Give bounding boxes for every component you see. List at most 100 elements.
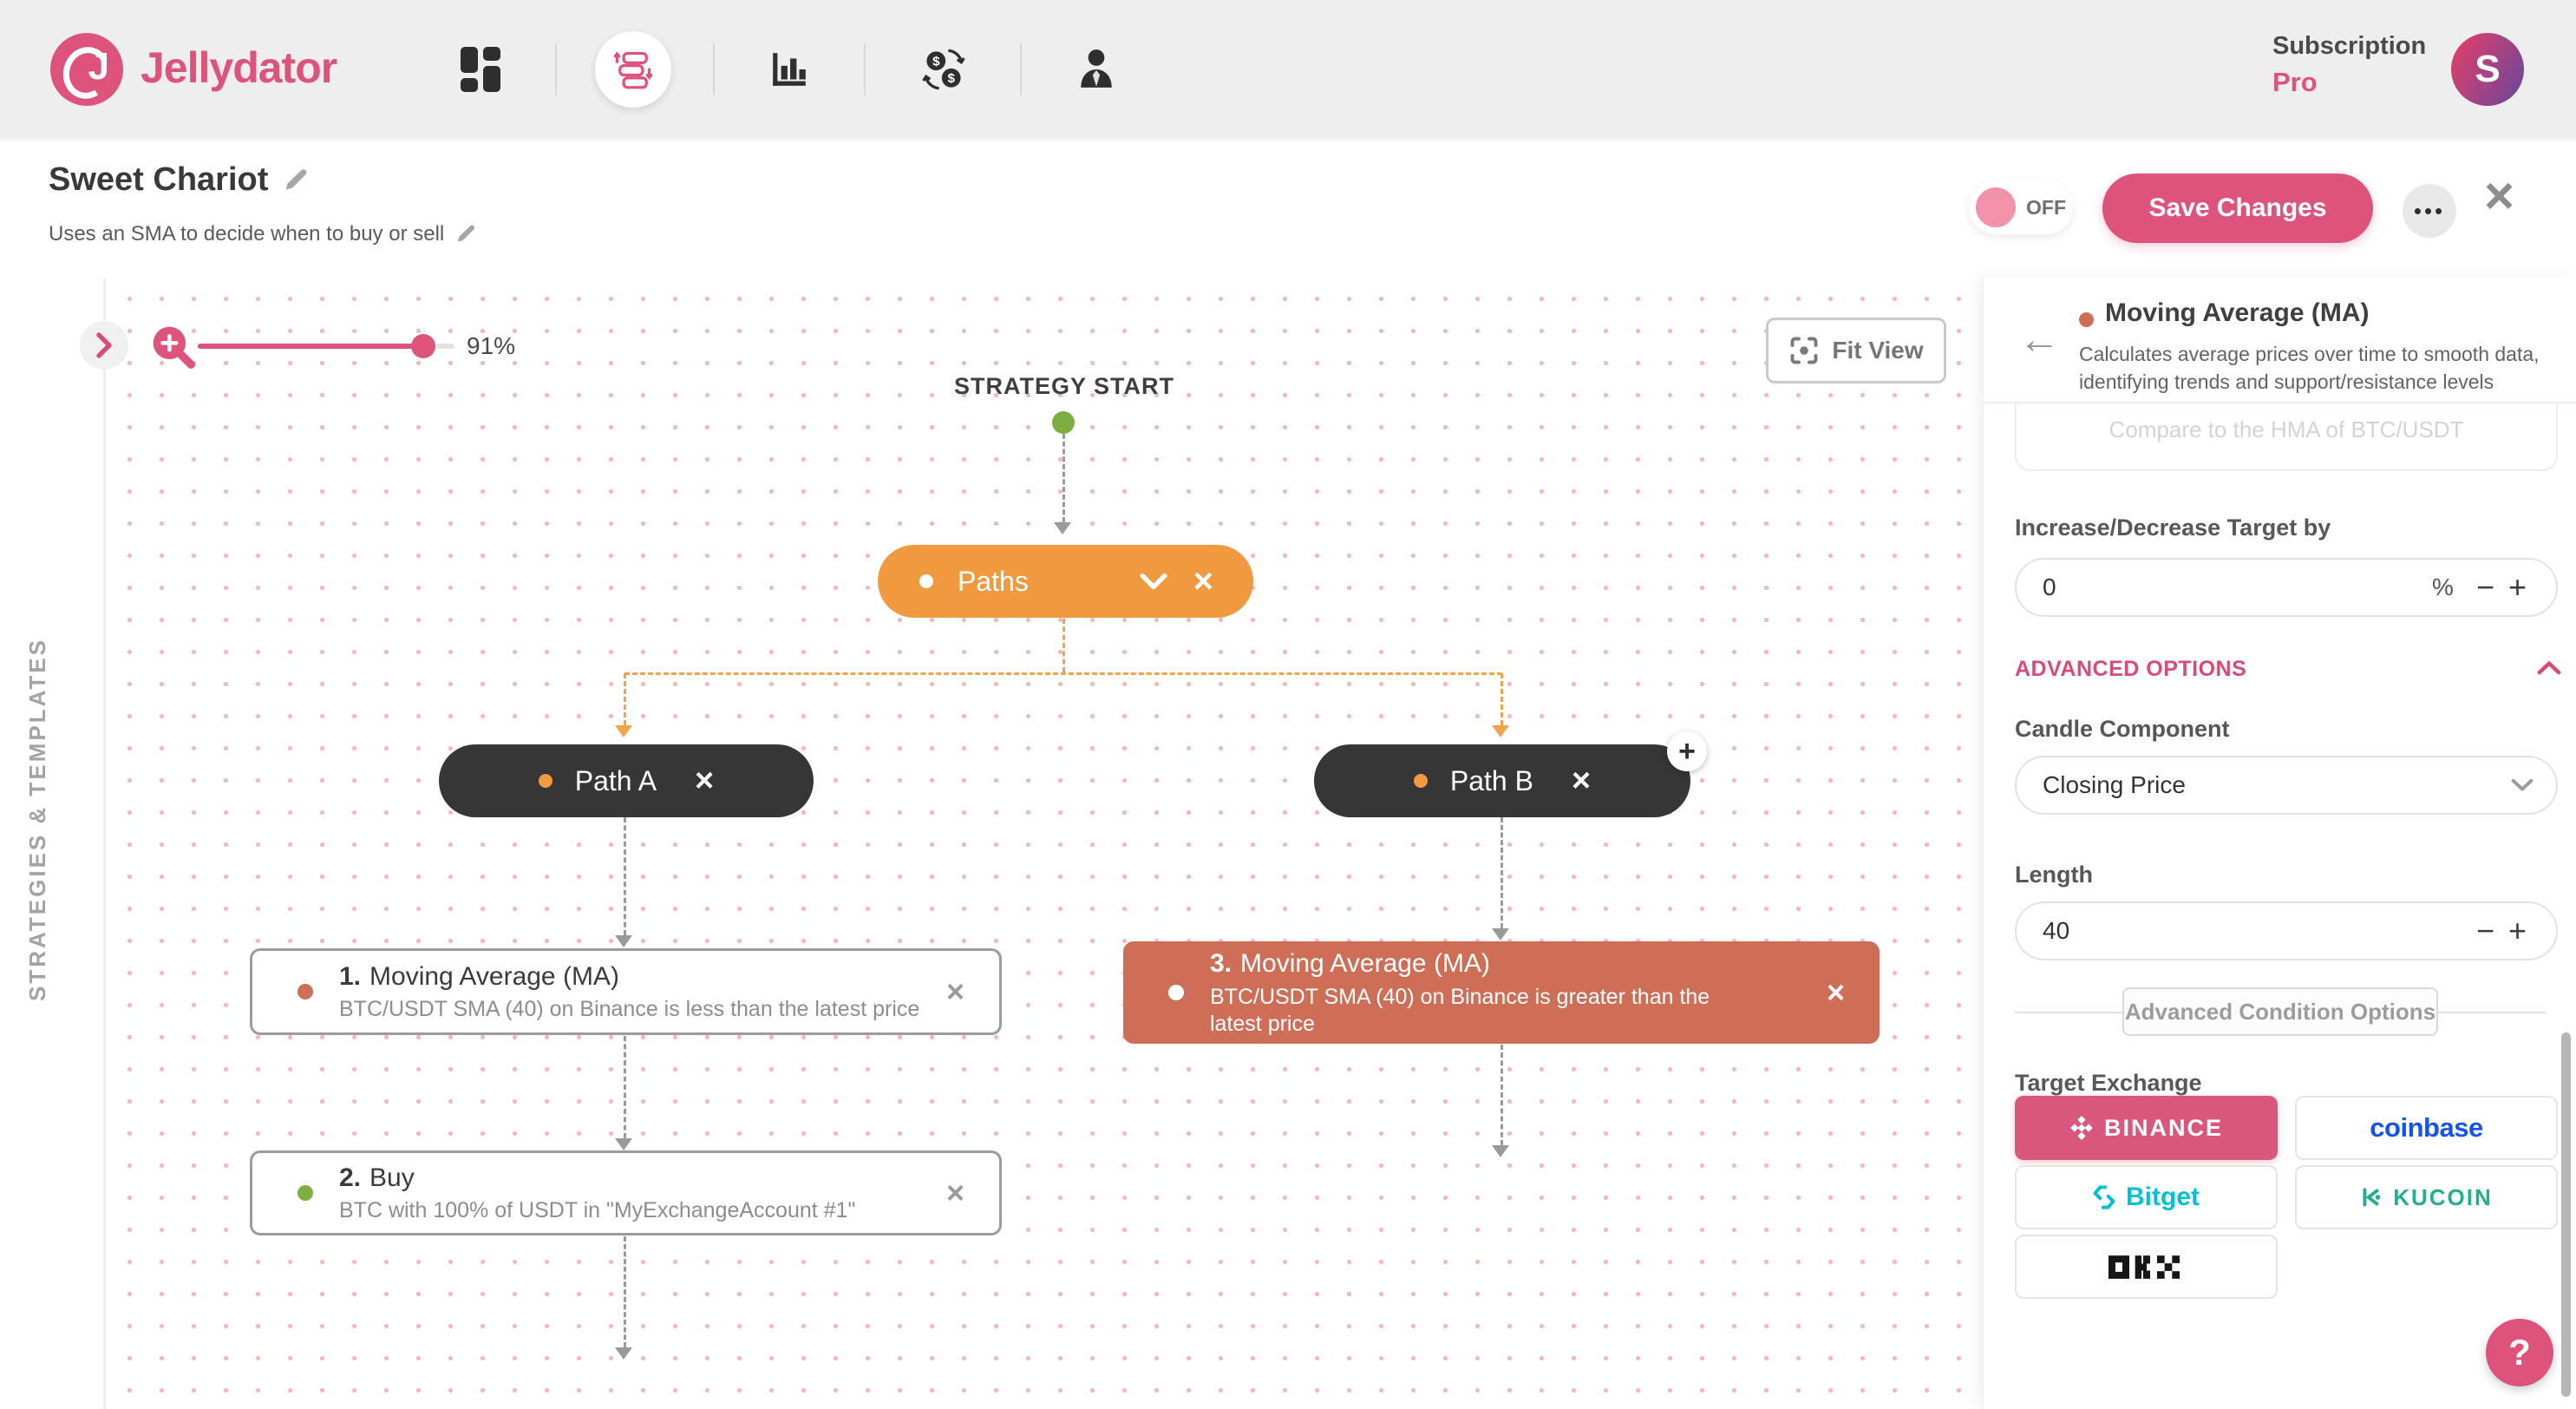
jellydator-logo-icon[interactable]: J	[50, 33, 123, 106]
avatar[interactable]: S	[2451, 33, 2524, 106]
delete-node-icon[interactable]: ×	[945, 1175, 964, 1210]
help-button[interactable]: ?	[2486, 1319, 2553, 1386]
increment-button[interactable]: +	[2507, 569, 2527, 605]
nav-divider	[864, 43, 866, 95]
delete-node-icon[interactable]: ×	[945, 973, 964, 1009]
panel-description: Calculates average prices over time to s…	[2079, 343, 2540, 394]
zoom-percent: 91%	[467, 332, 516, 359]
node-dot	[297, 1185, 313, 1201]
brand-wordmark[interactable]: Jellydator	[141, 43, 337, 92]
exchange-label: Bitget	[2126, 1183, 2200, 1211]
panel-scrollbar-thumb[interactable]	[2561, 1032, 2571, 1397]
svg-text:$: $	[947, 71, 955, 86]
compare-hma-option[interactable]: Compare to the HMA of BTC/USDT	[2015, 403, 2558, 471]
okx-icon	[2108, 1255, 2180, 1279]
close-editor-button[interactable]: ×	[2484, 170, 2514, 222]
add-path-button[interactable]: +	[1667, 731, 1707, 771]
increment-button[interactable]: +	[2507, 913, 2527, 948]
node-label: Paths	[958, 565, 1029, 597]
strategies-rail: STRATEGIES & TEMPLATES	[0, 278, 105, 1409]
chevron-up-icon[interactable]	[2537, 660, 2561, 675]
rail-label: STRATEGIES & TEMPLATES	[24, 638, 50, 1001]
node-dot	[1413, 774, 1428, 788]
strategy-start-dot	[1052, 411, 1075, 434]
length-value[interactable]: 40	[2043, 917, 2070, 944]
zoom-slider-thumb[interactable]	[411, 334, 435, 358]
nav-dashboard-icon[interactable]	[453, 42, 508, 97]
nav-divider	[555, 43, 557, 95]
zoom-slider-track-filled[interactable]	[198, 344, 423, 349]
advanced-condition-options-button[interactable]: Advanced Condition Options	[2122, 987, 2438, 1036]
fit-view-button[interactable]: Fit View	[1766, 318, 1946, 383]
exchange-coinbase-button[interactable]: coinbase	[2295, 1096, 2558, 1160]
nav-divider	[1020, 43, 1022, 95]
length-input[interactable]: 40 − +	[2015, 901, 2558, 960]
node-subtitle: BTC/USDT SMA (40) on Binance is less tha…	[339, 997, 920, 1022]
zoom-slider-track-empty[interactable]	[423, 344, 454, 349]
edge-pathb-cond3	[1500, 817, 1503, 928]
edge-arrow	[1492, 928, 1509, 940]
delete-node-icon[interactable]: ×	[695, 763, 715, 799]
node-title: Buy	[369, 1163, 415, 1192]
panel-scroll-area[interactable]: Compare to the HMA of BTC/USDT Increase/…	[1984, 403, 2576, 1409]
target-by-input[interactable]: 0 % − +	[2015, 558, 2558, 617]
strategy-on-off-toggle[interactable]: OFF	[1969, 180, 2073, 234]
chevron-right-icon	[96, 332, 112, 358]
node-path-b[interactable]: Path B ×	[1314, 744, 1690, 817]
node-number: 2.	[339, 1163, 362, 1192]
chevron-down-icon[interactable]	[1140, 573, 1167, 590]
exchange-bitget-button[interactable]: Bitget	[2015, 1165, 2278, 1229]
fit-view-icon	[1790, 337, 1818, 364]
nav-exchange-icon[interactable]: $ $	[916, 42, 971, 97]
page-subtitle: Uses an SMA to decide when to buy or sel…	[49, 222, 445, 246]
edge-to-path-b	[1500, 673, 1503, 725]
condition-settings-panel: ← Moving Average (MA) Calculates average…	[1983, 278, 2576, 1409]
node-subtitle: BTC with 100% of USDT in "MyExchangeAcco…	[339, 1198, 856, 1223]
node-path-a[interactable]: Path A ×	[439, 744, 814, 817]
edit-title-pencil-icon[interactable]	[282, 167, 310, 194]
strategy-title-row: Sweet Chariot	[49, 161, 310, 199]
panel-back-button[interactable]: ←	[2018, 319, 2060, 361]
fit-view-label: Fit View	[1832, 337, 1924, 364]
node-condition-1[interactable]: 1.Moving Average (MA) BTC/USDT SMA (40) …	[250, 948, 1002, 1035]
strategy-subtitle-row: Uses an SMA to decide when to buy or sel…	[49, 222, 477, 246]
node-dot	[297, 984, 313, 999]
target-by-value[interactable]: 0	[2043, 573, 2056, 600]
person-icon	[1081, 49, 1112, 88]
edit-subtitle-pencil-icon[interactable]	[454, 223, 477, 246]
node-condition-3[interactable]: 3.Moving Average (MA) BTC/USDT SMA (40) …	[1123, 941, 1880, 1044]
subscription-tier[interactable]: Pro	[2272, 66, 2318, 97]
nav-strategy-builder-active[interactable]	[595, 31, 671, 108]
exchange-okx-button[interactable]	[2015, 1235, 2278, 1299]
node-paths[interactable]: Paths ×	[878, 545, 1253, 618]
question-mark-icon: ?	[2508, 1332, 2531, 1373]
delete-node-icon[interactable]: ×	[1193, 562, 1213, 600]
rail-divider	[103, 278, 106, 1409]
save-changes-button[interactable]: Save Changes	[2102, 174, 2373, 243]
node-buy-2[interactable]: 2.Buy BTC with 100% of USDT in "MyExchan…	[250, 1150, 1002, 1235]
edge-arrow	[1492, 1145, 1509, 1157]
zoom-in-icon[interactable]	[149, 323, 198, 371]
edge-arrow	[1492, 725, 1509, 737]
expand-rail-button[interactable]	[80, 321, 128, 370]
delete-node-icon[interactable]: ×	[1571, 763, 1592, 799]
candle-component-label: Candle Component	[2015, 716, 2230, 742]
edge-cond1-buy	[624, 1036, 626, 1138]
advanced-options-toggle[interactable]: ADVANCED OPTIONS	[2015, 657, 2247, 681]
node-title: Moving Average (MA)	[369, 961, 619, 991]
decrement-button[interactable]: −	[2475, 569, 2494, 605]
exchange-label: BINANCE	[2103, 1114, 2223, 1141]
exchange-binance-button[interactable]: BINANCE	[2015, 1096, 2278, 1160]
strategy-builder-icon	[613, 51, 653, 89]
exchange-kucoin-button[interactable]: KUCOIN	[2295, 1165, 2558, 1229]
more-options-button[interactable]: •••	[2403, 184, 2456, 238]
edge-arrow	[615, 1138, 632, 1150]
decrement-button[interactable]: −	[2475, 913, 2494, 948]
nav-analytics-icon[interactable]	[762, 42, 817, 97]
nav-account-icon[interactable]	[1069, 42, 1124, 97]
flow-canvas[interactable]	[105, 278, 1983, 1409]
delete-node-icon[interactable]: ×	[1826, 974, 1845, 1010]
node-dot	[1168, 985, 1184, 1000]
candle-component-select[interactable]: Closing Price	[2015, 756, 2558, 815]
exchange-label: KUCOIN	[2393, 1183, 2493, 1210]
